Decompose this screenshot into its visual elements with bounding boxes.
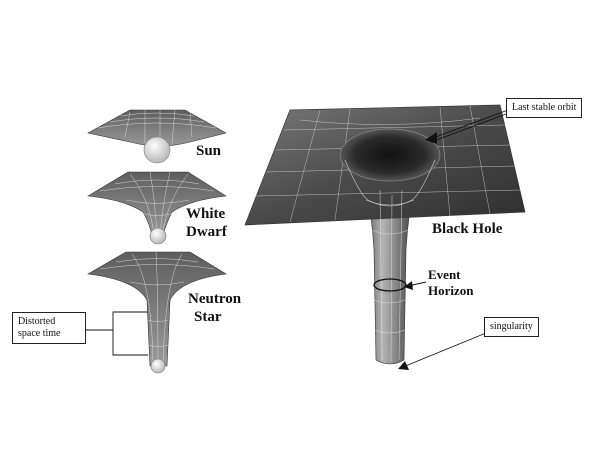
- callout-leaders: [84, 109, 509, 368]
- sun-sphere: [143, 136, 171, 164]
- black-hole-spacetime-surface: [244, 104, 526, 365]
- neutron-star-label-line2: Star: [194, 309, 222, 325]
- last-stable-orbit-callout: Last stable orbit: [506, 98, 583, 118]
- event-horizon-label-line1: Event: [428, 267, 461, 282]
- white-dwarf-label-line2: Dwarf: [186, 224, 227, 240]
- event-horizon-label-line2: Horizon: [428, 283, 474, 298]
- neutron-star-label-line1: Neutron: [188, 291, 242, 307]
- distorted-callout-line2: space time: [18, 328, 61, 339]
- distorted-callout-line1: Distorted: [18, 316, 56, 327]
- event-horizon-arrowhead: [404, 281, 413, 290]
- neutron-star-sphere: [150, 358, 166, 374]
- white-dwarf-label-line1: White: [186, 206, 226, 222]
- neutron-star-label: Neutron Star: [188, 290, 241, 326]
- white-dwarf-label: White Dwarf: [186, 205, 227, 241]
- sun-spacetime-surface: [87, 109, 227, 164]
- white-dwarf-spacetime-surface: [87, 171, 227, 245]
- distorted-space-time-callout: Distorted space time: [12, 312, 86, 344]
- orbit-arrowhead: [425, 132, 437, 144]
- black-hole-label: Black Hole: [432, 221, 503, 237]
- event-horizon-ring: [373, 278, 407, 292]
- sun-label: Sun: [196, 143, 222, 159]
- event-horizon-label: Event Horizon: [428, 267, 474, 299]
- singularity-callout: singularity: [484, 317, 539, 337]
- singularity-arrowhead: [398, 361, 409, 370]
- neutron-star-spacetime-surface: [87, 251, 227, 374]
- white-dwarf-sphere: [149, 227, 167, 245]
